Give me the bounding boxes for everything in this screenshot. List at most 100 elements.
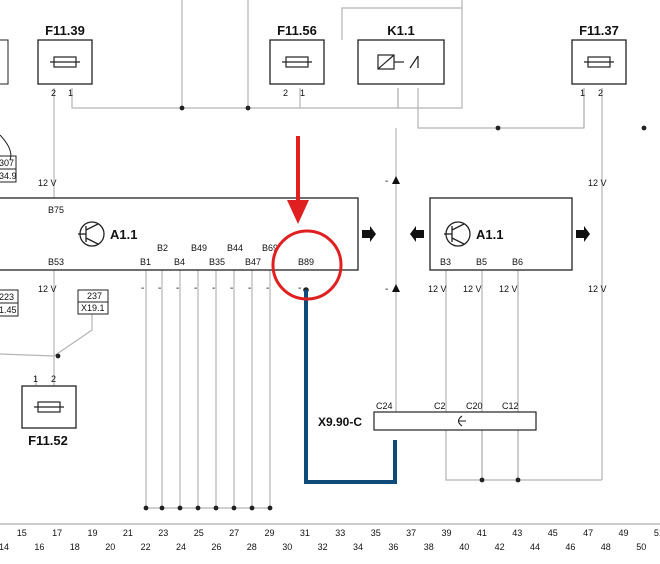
relay-coil-icon — [377, 54, 419, 70]
ruler-number: 48 — [601, 542, 611, 552]
ref-box-line2: X19.1 — [81, 303, 105, 313]
connector-label: X9.90-C — [318, 415, 362, 429]
fuse-f1152[interactable]: F11.52 1 2 — [21, 374, 77, 448]
voltage-label: 12 V — [588, 284, 607, 294]
connector-x990c[interactable]: X9.90-C C24 C2 C20 C12 — [318, 401, 537, 431]
pin-b1: B1 — [140, 257, 151, 267]
fuse-f1137[interactable]: F11.37 1 2 — [571, 23, 627, 98]
pin-c24: C24 — [376, 401, 393, 411]
left-partial-boxes — [0, 39, 109, 317]
pin-b53: B53 — [48, 257, 64, 267]
wire-k11-top — [341, 7, 462, 40]
ruler-number: 28 — [247, 542, 257, 552]
ruler-number: 49 — [618, 528, 628, 538]
voltage-label: 12 V — [38, 284, 57, 294]
left-ref-mid-b: 1.45 — [0, 305, 17, 315]
left-ref-top-b: 34.9 — [0, 171, 17, 181]
pin-c12: C12 — [502, 401, 519, 411]
junction-dot — [267, 505, 273, 511]
wire-k11-coil — [300, 88, 399, 109]
junction-dot — [495, 125, 501, 131]
junction-dot — [245, 105, 251, 111]
ruler-number: 37 — [406, 528, 416, 538]
dash: - — [141, 283, 144, 294]
junction-dot — [515, 477, 521, 483]
dash: - — [194, 283, 197, 294]
ruler-number: 15 — [17, 528, 27, 538]
annotation-circle — [271, 229, 343, 301]
ruler-number: 44 — [530, 542, 540, 552]
pin-b2: B2 — [157, 243, 168, 253]
pin-b69: B69 — [262, 243, 278, 253]
relay-k11[interactable]: K1.1 — [357, 23, 445, 85]
pin-b3: B3 — [440, 257, 451, 267]
junction-dot — [195, 505, 201, 511]
annotation — [271, 136, 343, 301]
pin-label: 2 — [51, 88, 56, 98]
junction-dot — [479, 477, 485, 483]
pin-label: 1 — [300, 88, 305, 98]
junction-dot — [179, 105, 185, 111]
arrow-up-icon — [392, 176, 400, 184]
junction-dot — [159, 505, 165, 511]
fuse-f1156[interactable]: F11.56 2 1 — [269, 23, 325, 98]
wire-x191 — [53, 314, 93, 357]
left-ref-top-a: 307 — [0, 158, 14, 168]
module-a11-right[interactable]: A1.1 B3 B5 B6 — [429, 197, 573, 271]
ruler-number: 27 — [229, 528, 239, 538]
dash: - — [230, 283, 233, 294]
ruler-number: 17 — [52, 528, 62, 538]
pin-b4: B4 — [174, 257, 185, 267]
connector-symbol — [457, 415, 466, 427]
pin-b47: B47 — [245, 257, 261, 267]
dash: - — [158, 283, 161, 294]
pin-label: 2 — [283, 88, 288, 98]
dash: - — [248, 283, 251, 294]
ruler-number: 36 — [388, 542, 398, 552]
pin-b49: B49 — [191, 243, 207, 253]
ruler-number: 18 — [70, 542, 80, 552]
fuse-f1139[interactable]: F11.39 2 1 — [37, 23, 93, 98]
ruler-number: 41 — [477, 528, 487, 538]
wire-c-bottom — [445, 430, 602, 481]
wire-left-stub — [0, 353, 55, 357]
ruler-number: 46 — [565, 542, 575, 552]
arrows — [362, 176, 590, 292]
dash: - — [385, 284, 388, 295]
fuse-f1152-label: F11.52 — [28, 433, 68, 448]
arrow-down-icon — [287, 200, 309, 224]
pin-label: 1 — [580, 88, 585, 98]
fuse-f1156-label: F11.56 — [277, 23, 317, 38]
ruler-number: 31 — [300, 528, 310, 538]
dash: - — [385, 176, 388, 187]
pin-label: 2 — [51, 374, 56, 384]
voltage-label: 12 V — [499, 284, 518, 294]
ruler-number: 32 — [318, 542, 328, 552]
fuse-f1137-label: F11.37 — [579, 23, 619, 38]
ruler-number: 33 — [335, 528, 345, 538]
pin-b35: B35 — [209, 257, 225, 267]
junction-dot — [55, 353, 61, 359]
fuse-f1139-label: F11.39 — [45, 23, 85, 38]
arrow-right-icon — [576, 226, 590, 242]
dash-marks: - - - - - - - - - - - — [141, 176, 388, 295]
ruler-number: 35 — [371, 528, 381, 538]
junction-dot — [177, 505, 183, 511]
ruler-number: 16 — [34, 542, 44, 552]
pin-b44: B44 — [227, 243, 243, 253]
transistor-icon — [78, 221, 105, 247]
module-right-label: A1.1 — [476, 227, 503, 242]
pin-label: 1 — [33, 374, 38, 384]
junction-dot — [231, 505, 237, 511]
highlighted-wire — [304, 290, 397, 484]
dash: - — [212, 283, 215, 294]
ruler-number: 20 — [105, 542, 115, 552]
pin-label: 1 — [68, 88, 73, 98]
ruler-number: 43 — [512, 528, 522, 538]
voltage-label: 12 V — [463, 284, 482, 294]
ruler-number: 38 — [424, 542, 434, 552]
junction-dot — [249, 505, 255, 511]
voltage-label: 12 V — [588, 178, 607, 188]
